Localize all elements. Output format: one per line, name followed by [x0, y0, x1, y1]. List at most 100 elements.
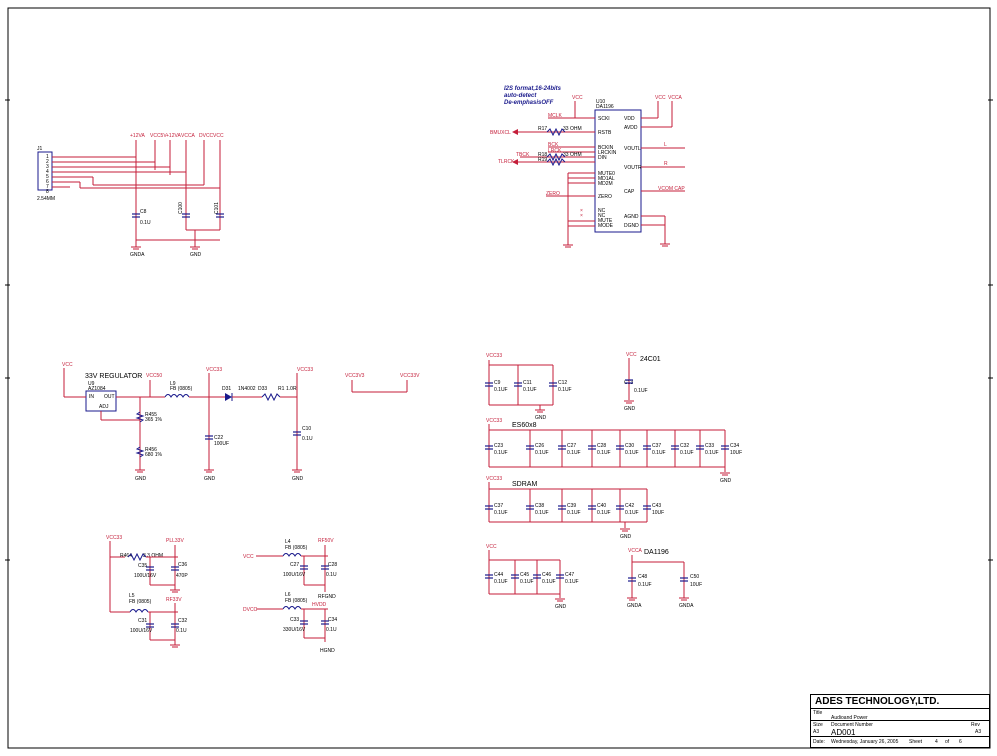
svg-text:GND: GND [292, 476, 304, 482]
cap-ref: C44 [494, 572, 503, 578]
date-row: Date: Wednesday, January 26, 2005 Sheet … [813, 739, 962, 745]
svg-text:AZ1084: AZ1084 [88, 386, 106, 392]
svg-text:C28: C28 [328, 562, 337, 568]
dac-block: I2S format,16-24bits auto-detect De-emph… [490, 86, 685, 248]
cap-value: 10UF [730, 450, 742, 456]
cap-value: 0.1UF [520, 579, 534, 585]
title-block: ADES TECHNOLOGY,LTD. Title Audioand Powe… [810, 694, 990, 748]
svg-text:FB (0805): FB (0805) [285, 545, 308, 551]
title-row: Title Audioand Power [811, 709, 989, 721]
cap-ref: C37 [652, 443, 661, 449]
dac-pin-left: DIN [598, 155, 607, 161]
j1-pin-label: 4 [46, 169, 49, 175]
cap-value: 0.1UF [535, 510, 549, 516]
cap-value: 0.1UF [597, 450, 611, 456]
svg-text:TLRCK: TLRCK [498, 159, 515, 165]
svg-text:VCOM CAP: VCOM CAP [658, 186, 685, 192]
dac-pin-left: NC [598, 208, 606, 214]
svg-text:R: R [664, 161, 668, 167]
doc-number: AD001 [831, 728, 856, 737]
cap-value: 0.1UF [567, 510, 581, 516]
svg-text:1N4002: 1N4002 [238, 386, 256, 392]
dac-pin-left: BCKIN [598, 145, 614, 151]
svg-text:VCC: VCC [213, 133, 224, 139]
svg-text:GND: GND [204, 476, 216, 482]
svg-text:VCC3V3: VCC3V3 [345, 373, 365, 379]
j1-pin-label: 5 [46, 174, 49, 180]
dac-pin-left: MUTE [598, 218, 613, 224]
cap-ref: C34 [730, 443, 739, 449]
cap-ref: C42 [625, 503, 634, 509]
svg-text:VCC: VCC [243, 554, 254, 560]
j1-pin-label: 8 [46, 189, 49, 195]
svg-text:VCC5V: VCC5V [150, 133, 167, 139]
cap-ref: C9 [494, 380, 501, 386]
svg-text:1.0R: 1.0R [286, 386, 297, 392]
docnum-row: Size A3 Document Number AD001 Rev A3 [811, 721, 989, 737]
j1-ref: J1 [37, 146, 43, 152]
svg-text:330U/16V: 330U/16V [283, 627, 306, 633]
cap-value: 0.1UF [535, 450, 549, 456]
cap-value: 0.1UF [638, 582, 652, 588]
cap-value: 0.1UF [558, 387, 572, 393]
j1-gnda: GNDA [130, 252, 145, 258]
svg-text:VCC33: VCC33 [297, 367, 313, 373]
cap-ref: C27 [567, 443, 576, 449]
dac-pin-left: NC [598, 213, 606, 219]
svg-text:auto-detect: auto-detect [504, 93, 537, 99]
svg-text:VCC: VCC [626, 352, 637, 358]
svg-text:L9: L9 [170, 381, 176, 387]
cap-value: 0.1UF [625, 510, 639, 516]
svg-text:VCCA: VCCA [628, 548, 643, 554]
svg-text:OUT: OUT [104, 394, 115, 400]
cap-ref: C11 [523, 380, 532, 386]
cap-value: 10UF [690, 582, 702, 588]
svg-text:C35: C35 [138, 563, 147, 569]
cap-value: 0.1UF [494, 450, 508, 456]
cap-ref: C32 [680, 443, 689, 449]
cap-value: 0.1UF [597, 510, 611, 516]
svg-text:VCC: VCC [486, 544, 497, 550]
cap-value: 0.1UF [625, 450, 639, 456]
svg-text:RF33V: RF33V [166, 597, 182, 603]
svg-text:TBCK: TBCK [516, 152, 530, 158]
svg-text:De-emphasisOFF: De-emphasisOFF [504, 100, 554, 106]
svg-text:×: × [580, 213, 583, 219]
svg-text:FB (0805): FB (0805) [170, 386, 193, 392]
svg-text:470P: 470P [176, 573, 188, 579]
dac-pin-left: ZERO [598, 194, 612, 200]
svg-text:100U/16V: 100U/16V [130, 628, 153, 634]
svg-text:C33: C33 [290, 617, 299, 623]
cap-value: 0.1UF [494, 510, 508, 516]
svg-text:100U/16V: 100U/16V [134, 573, 157, 579]
svg-text:L4: L4 [285, 539, 291, 545]
svg-text:ZERO: ZERO [546, 191, 560, 197]
cap-value: 0.1UF [652, 450, 666, 456]
svg-text:ES60x8: ES60x8 [512, 422, 537, 429]
ground-label: GND [620, 534, 632, 540]
ground-label: GND [624, 406, 636, 412]
dac-pin-right: VOUTR [624, 165, 642, 171]
svg-text:VCCA: VCCA [668, 95, 683, 101]
svg-text:BMUXCL: BMUXCL [490, 130, 511, 136]
dac-pin-left: MUTE0 [598, 171, 615, 177]
svg-text:VCC33: VCC33 [486, 418, 502, 424]
cap-ref: C12 [558, 380, 567, 386]
svg-text:0.1U: 0.1U [302, 436, 313, 442]
svg-text:33 OHM: 33 OHM [563, 152, 582, 158]
svg-text:HGND: HGND [320, 648, 335, 654]
j1-pin-label: 1 [46, 154, 49, 160]
svg-text:0.1U: 0.1U [176, 628, 187, 634]
dac-pin-left: MD1AL [598, 176, 615, 182]
dac-pin-right: AGND [624, 214, 639, 220]
svg-text:3.3 OHM: 3.3 OHM [143, 553, 163, 559]
dac-pin-right: DGND [624, 223, 639, 229]
ground-label: GND [535, 415, 547, 421]
svg-text:D33: D33 [258, 386, 267, 392]
svg-text:DVCC: DVCC [243, 607, 258, 613]
j1-pin-label: 2 [46, 159, 49, 165]
cap-value: 0.1UF [680, 450, 694, 456]
svg-text:VCC: VCC [655, 95, 666, 101]
cap-value: 0.1UF [542, 579, 556, 585]
